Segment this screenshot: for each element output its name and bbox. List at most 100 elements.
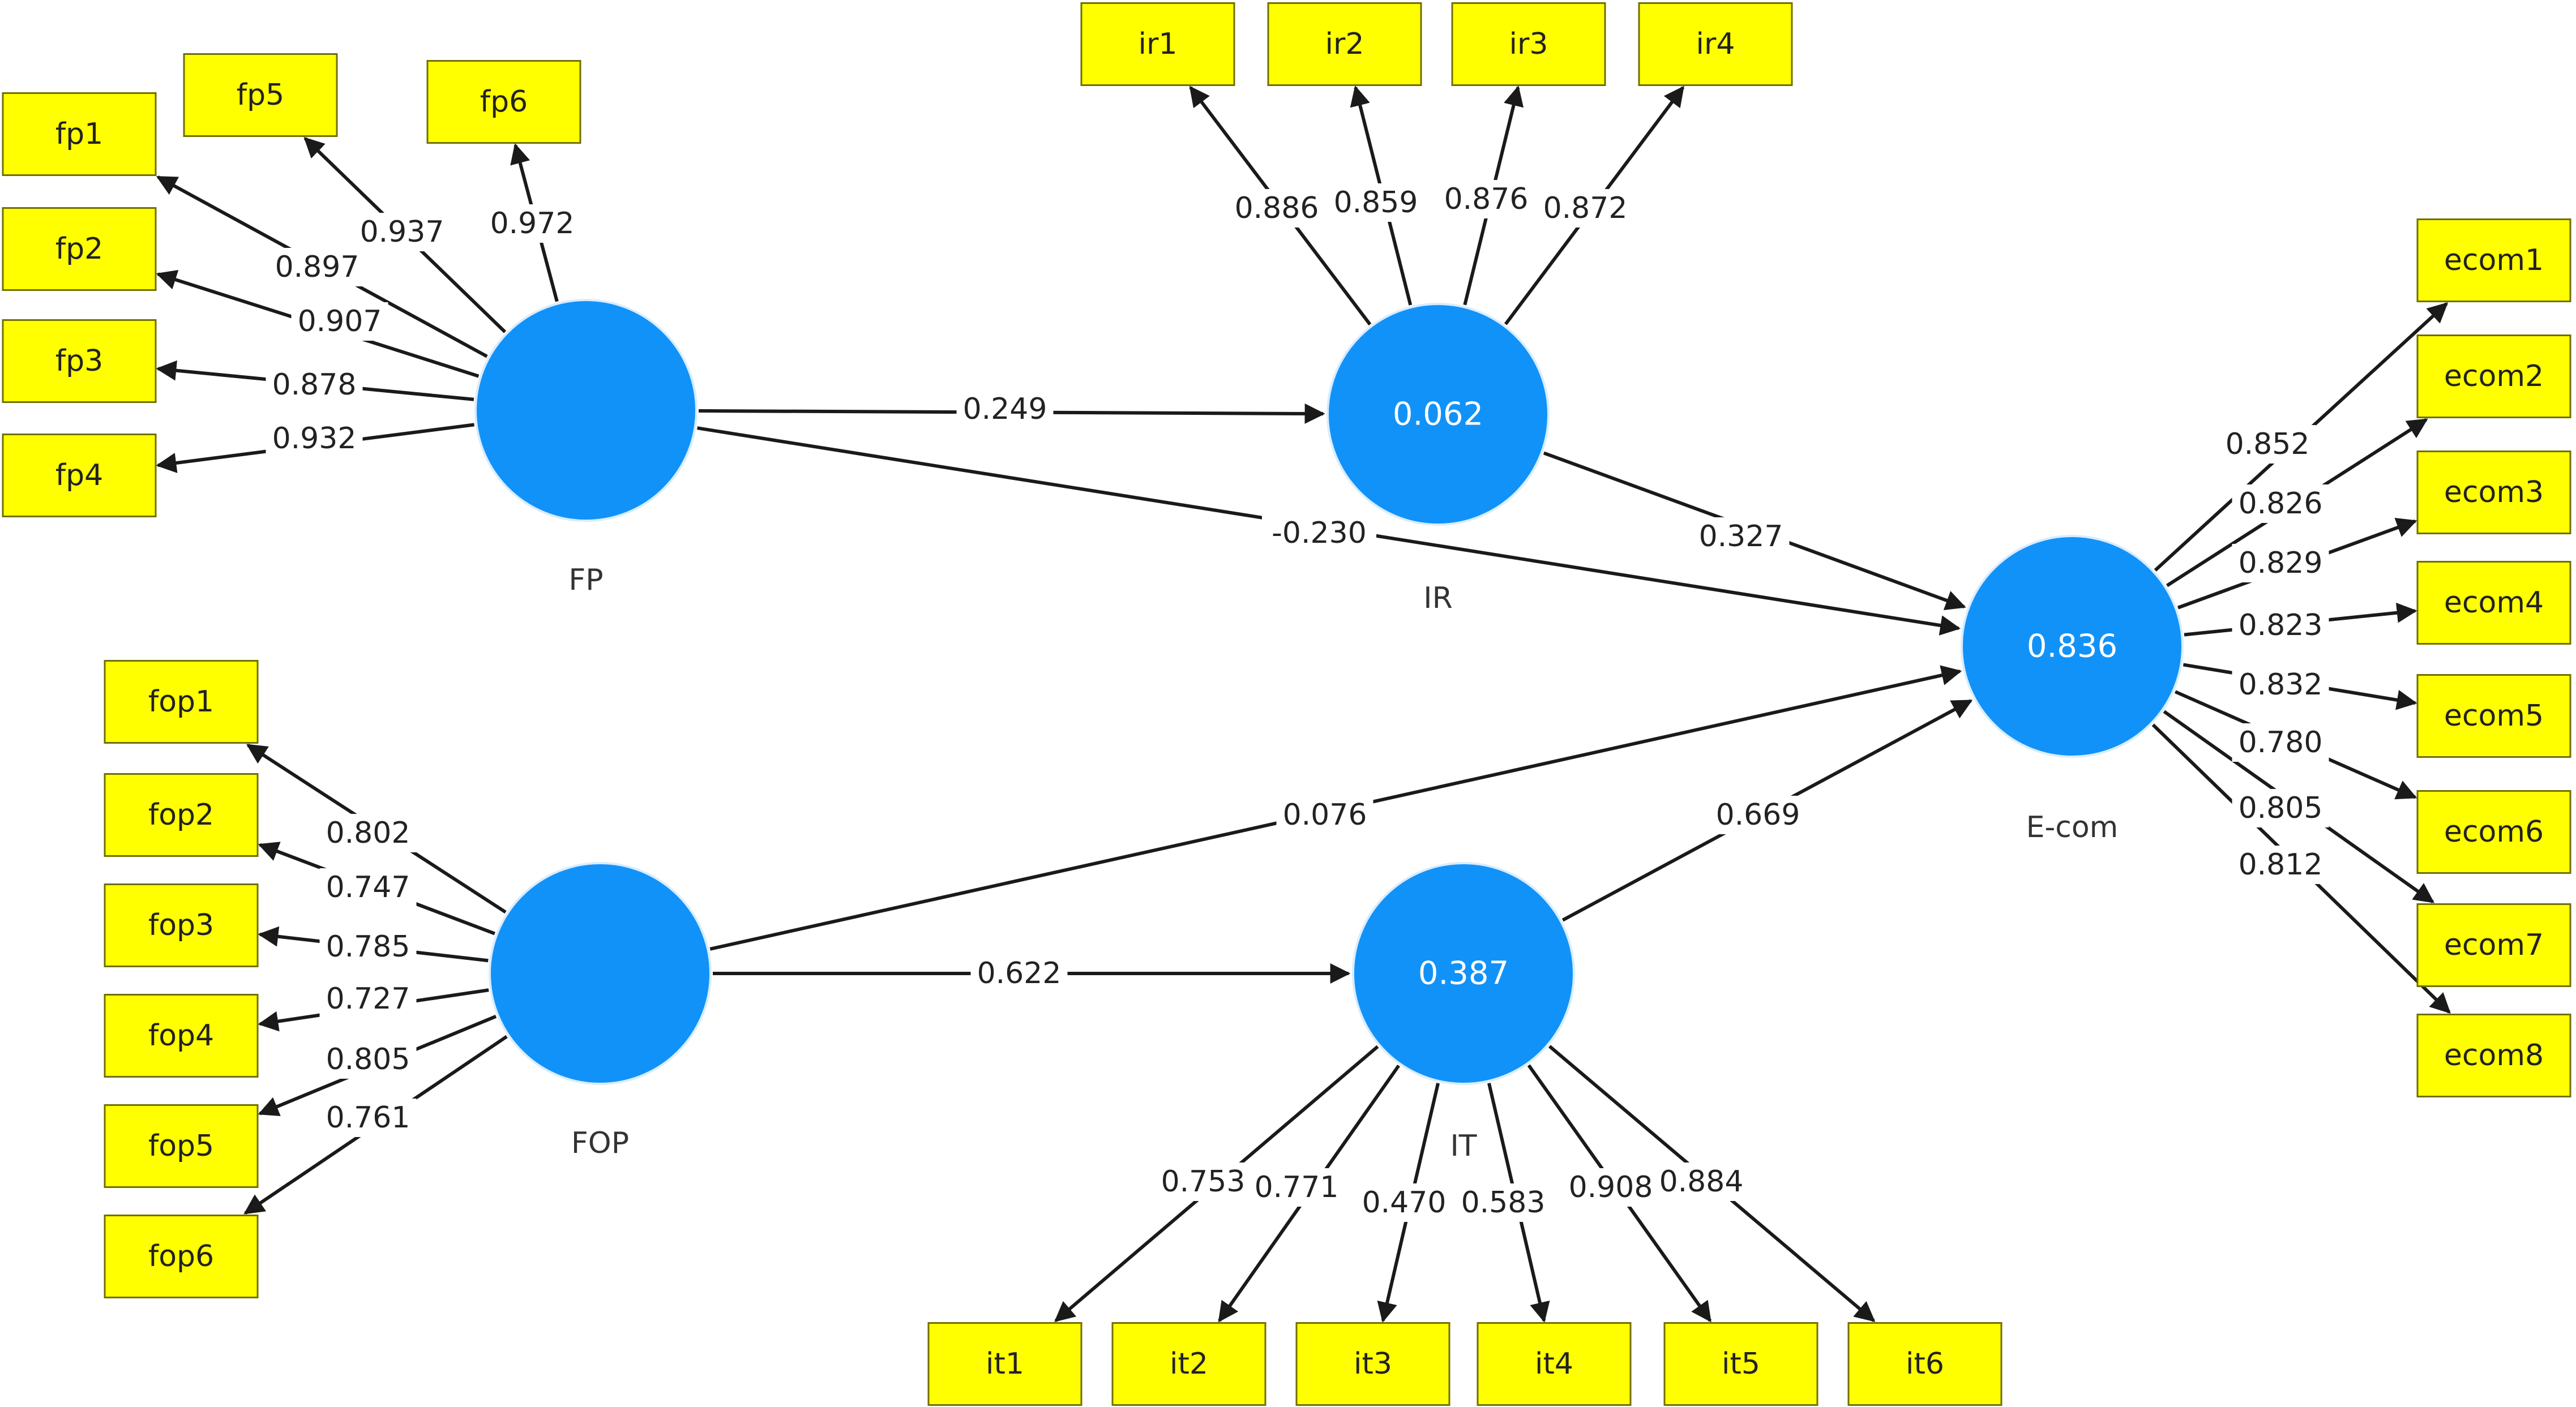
loading-ir4: 0.872	[1537, 189, 1634, 228]
indicator-ecom6[interactable]: ecom6	[2416, 790, 2571, 874]
indicator-ecom5[interactable]: ecom5	[2416, 674, 2571, 758]
indicator-it1[interactable]: it1	[927, 1322, 1082, 1406]
path-coefficient-fop-ecom-bg	[1276, 796, 1373, 834]
loading-it3-bg	[1355, 1183, 1453, 1222]
loading-ecom6-text: 0.780	[2239, 726, 2323, 760]
loading-fp1-text: 0.897	[275, 250, 360, 284]
path-coefficient-fp-ecom: -0.230	[1262, 514, 1376, 552]
indicator-it2[interactable]: it2	[1111, 1322, 1266, 1406]
indicator-fop6[interactable]: fop6	[104, 1215, 259, 1298]
indicator-box-fop5[interactable]	[104, 1104, 259, 1188]
indicator-box-fp2[interactable]	[2, 207, 157, 291]
indicator-ecom8[interactable]: ecom8	[2416, 1014, 2571, 1097]
indicator-box-fop6[interactable]	[104, 1215, 259, 1298]
indicator-label-ir4: ir4	[1696, 27, 1735, 61]
indicator-ir4[interactable]: ir4	[1638, 2, 1793, 86]
loading-it3-text: 0.470	[1362, 1186, 1447, 1220]
indicator-label-it4: it4	[1535, 1347, 1573, 1381]
indicator-fop4[interactable]: fop4	[104, 994, 259, 1078]
construct-circle-ecom[interactable]	[1961, 535, 2184, 758]
indicator-fp2[interactable]: fp2	[2, 207, 157, 291]
indicator-label-it5: it5	[1722, 1347, 1760, 1381]
indicator-box-it1[interactable]	[927, 1322, 1082, 1406]
construct-circle-fop[interactable]	[489, 862, 712, 1085]
indicator-box-it6[interactable]	[1847, 1322, 2002, 1406]
indicator-box-fop2[interactable]	[104, 773, 259, 857]
indicator-it6[interactable]: it6	[1847, 1322, 2002, 1406]
indicator-box-ir1[interactable]	[1080, 2, 1235, 86]
indicator-box-it3[interactable]	[1295, 1322, 1450, 1406]
loading-ir3-text: 0.876	[1444, 182, 1529, 216]
loading-fp3: 0.878	[266, 366, 363, 404]
indicator-box-it4[interactable]	[1477, 1322, 1632, 1406]
indicator-box-ir3[interactable]	[1451, 2, 1606, 86]
indicator-box-it5[interactable]	[1663, 1322, 1818, 1406]
indicator-label-ir3: ir3	[1509, 27, 1548, 61]
indicator-fp6[interactable]: fp6	[426, 60, 581, 144]
indicator-box-ecom8[interactable]	[2416, 1014, 2571, 1097]
indicator-box-ir2[interactable]	[1267, 2, 1422, 86]
indicator-fop5[interactable]: fop5	[104, 1104, 259, 1188]
indicator-box-ecom2[interactable]	[2416, 334, 2571, 418]
indicator-fp1[interactable]: fp1	[2, 92, 157, 176]
indicator-box-ecom3[interactable]	[2416, 451, 2571, 534]
indicator-ecom2[interactable]: ecom2	[2416, 334, 2571, 418]
indicator-box-fp4[interactable]	[2, 434, 157, 517]
indicator-ir3[interactable]: ir3	[1451, 2, 1606, 86]
indicator-fp4[interactable]: fp4	[2, 434, 157, 517]
indicator-label-fop3: fop3	[148, 908, 214, 942]
indicator-fop1[interactable]: fop1	[104, 660, 259, 744]
indicator-box-ecom7[interactable]	[2416, 903, 2571, 987]
indicator-ir2[interactable]: ir2	[1267, 2, 1422, 86]
indicator-ecom4[interactable]: ecom4	[2416, 561, 2571, 645]
indicator-fp3[interactable]: fp3	[2, 319, 157, 403]
construct-fop[interactable]: FOP	[489, 862, 712, 1160]
indicator-label-ecom1: ecom1	[2444, 243, 2544, 277]
indicator-box-fp5[interactable]	[183, 53, 338, 137]
indicator-box-fp1[interactable]	[2, 92, 157, 176]
indicator-label-ecom7: ecom7	[2444, 928, 2544, 962]
indicator-ecom7[interactable]: ecom7	[2416, 903, 2571, 987]
loading-fop3: 0.785	[319, 928, 417, 966]
construct-circle-fp[interactable]	[474, 299, 698, 522]
loading-fp4-bg	[266, 419, 363, 458]
path-coefficient-fp-ir: 0.249	[956, 390, 1054, 428]
loading-fop4-bg	[319, 980, 417, 1018]
indicator-label-fop5: fop5	[148, 1129, 214, 1163]
indicator-label-ir1: ir1	[1139, 27, 1178, 61]
indicator-box-ecom6[interactable]	[2416, 790, 2571, 874]
loading-fop6-bg	[319, 1099, 417, 1137]
indicator-box-ecom5[interactable]	[2416, 674, 2571, 758]
path-coefficient-fop-it-bg	[970, 954, 1068, 993]
construct-circle-ir[interactable]	[1326, 303, 1550, 526]
construct-circle-it[interactable]	[1352, 862, 1575, 1085]
indicator-ecom1[interactable]: ecom1	[2416, 218, 2571, 302]
loading-ecom2-bg	[2232, 484, 2329, 523]
indicator-box-ecom4[interactable]	[2416, 561, 2571, 645]
indicator-it3[interactable]: it3	[1295, 1322, 1450, 1406]
indicator-box-fp6[interactable]	[426, 60, 581, 144]
indicator-box-it2[interactable]	[1111, 1322, 1266, 1406]
indicator-label-fop4: fop4	[148, 1019, 214, 1053]
indicator-box-fop4[interactable]	[104, 994, 259, 1078]
indicator-ecom3[interactable]: ecom3	[2416, 451, 2571, 534]
indicator-it4[interactable]: it4	[1477, 1322, 1632, 1406]
indicator-box-fp3[interactable]	[2, 319, 157, 403]
indicator-it5[interactable]: it5	[1663, 1322, 1818, 1406]
construct-fp[interactable]: FP	[474, 299, 698, 597]
indicator-ir1[interactable]: ir1	[1080, 2, 1235, 86]
indicator-box-fop3[interactable]	[104, 883, 259, 967]
indicator-fp5[interactable]: fp5	[183, 53, 338, 137]
indicator-fop3[interactable]: fop3	[104, 883, 259, 967]
indicator-box-ir4[interactable]	[1638, 2, 1793, 86]
loading-fop3-text: 0.785	[326, 930, 410, 964]
loading-fop6: 0.761	[319, 1099, 417, 1137]
indicator-fop2[interactable]: fop2	[104, 773, 259, 857]
indicator-label-fop6: fop6	[148, 1239, 214, 1273]
indicator-box-fop1[interactable]	[104, 660, 259, 744]
path-coefficient-ir-ecom-bg	[1692, 517, 1790, 556]
indicator-box-ecom1[interactable]	[2416, 218, 2571, 302]
